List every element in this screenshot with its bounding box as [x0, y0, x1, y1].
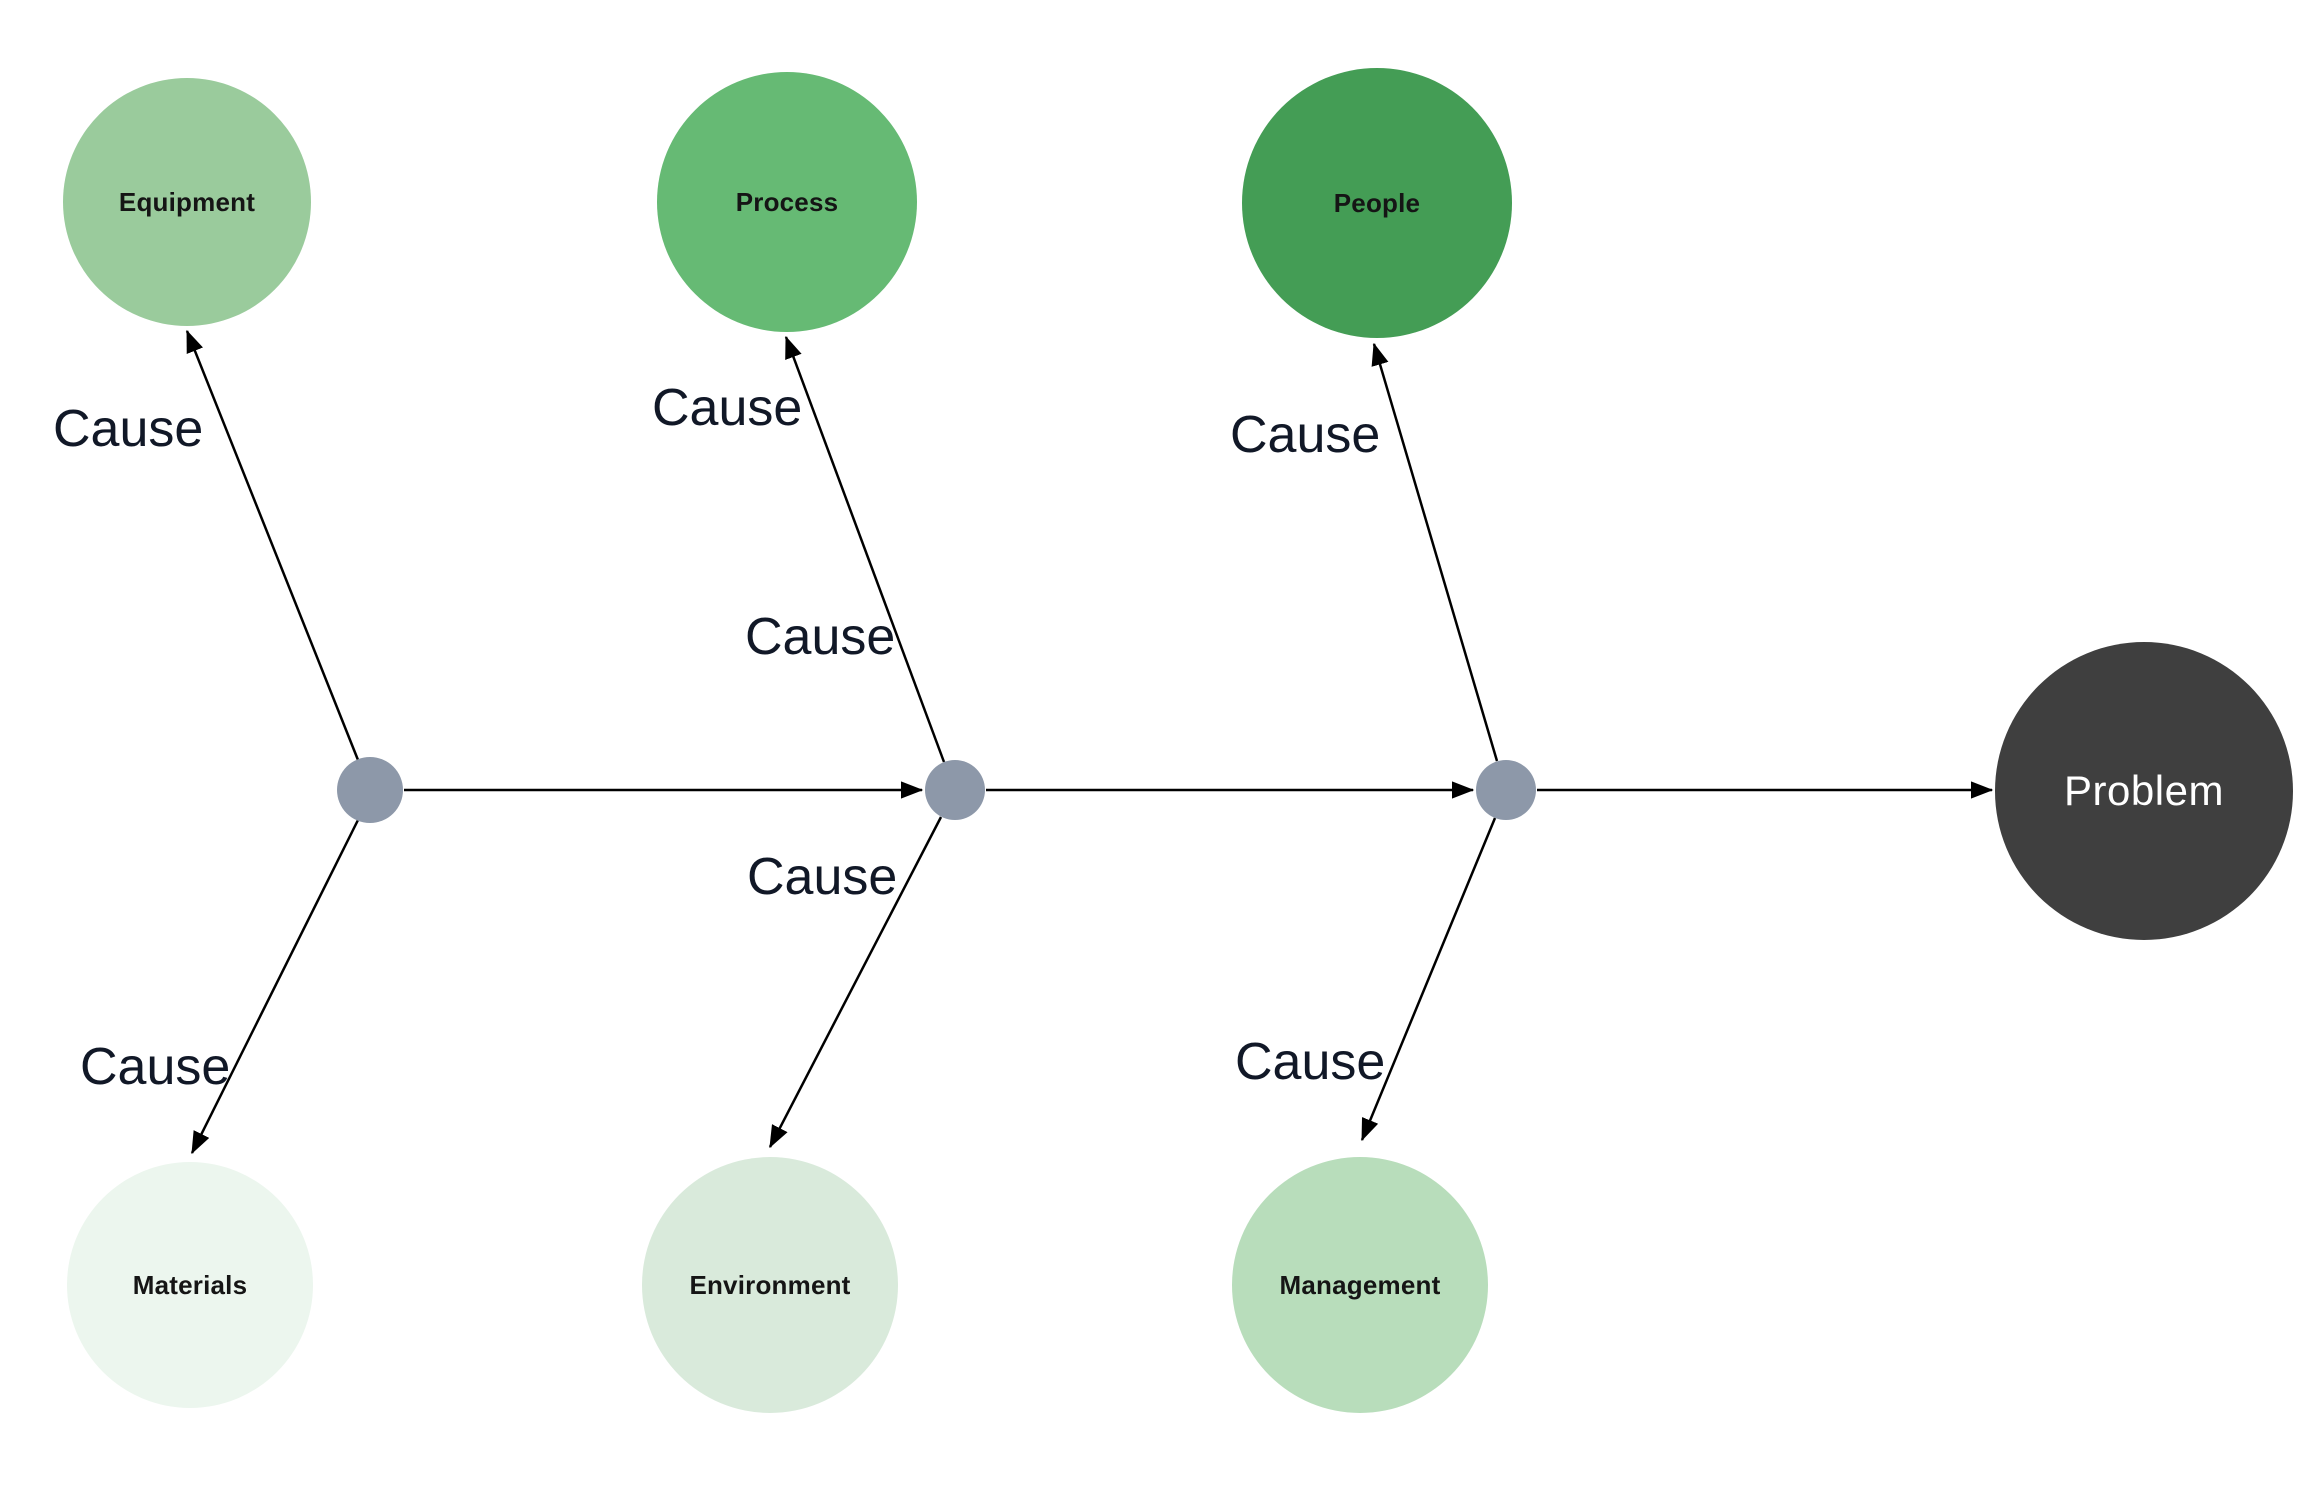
spine-node-1[interactable] — [337, 757, 403, 823]
category-circle-process[interactable]: Process — [657, 72, 917, 332]
branch-line-management — [1360, 817, 1497, 1142]
category-label-environment: Environment — [689, 1269, 851, 1300]
cause-label-people: Cause — [1230, 406, 1381, 464]
problem-circle[interactable]: Problem — [1995, 642, 2293, 940]
branch-line-materials — [190, 819, 360, 1155]
category-label-equipment: Equipment — [118, 186, 256, 217]
category-circle-environment[interactable]: Environment — [642, 1157, 898, 1413]
branch-line-environment — [768, 816, 943, 1149]
category-label-materials: Materials — [132, 1269, 248, 1300]
cause-label-environment: Cause — [747, 848, 898, 906]
category-circle-people[interactable]: People — [1242, 68, 1512, 338]
category-circle-management[interactable]: Management — [1232, 1157, 1488, 1413]
branch-line-people — [1371, 342, 1499, 762]
cause-label-process-lower: Cause — [745, 608, 896, 666]
branch-line-process — [784, 335, 946, 763]
category-label-management: Management — [1279, 1269, 1441, 1300]
branch-line-equipment — [185, 329, 360, 761]
spine-node-3[interactable] — [1476, 760, 1536, 820]
category-label-people: People — [1333, 187, 1421, 218]
category-circle-materials[interactable]: Materials — [67, 1162, 313, 1408]
cause-label-equipment: Cause — [53, 400, 204, 458]
cause-label-process-upper: Cause — [652, 379, 803, 437]
spine-node-2[interactable] — [925, 760, 985, 820]
cause-label-management: Cause — [1235, 1033, 1386, 1091]
category-circle-equipment[interactable]: Equipment — [63, 78, 311, 326]
cause-label-materials: Cause — [80, 1038, 231, 1096]
category-label-process: Process — [735, 186, 839, 217]
problem-label: Problem — [2064, 767, 2224, 814]
